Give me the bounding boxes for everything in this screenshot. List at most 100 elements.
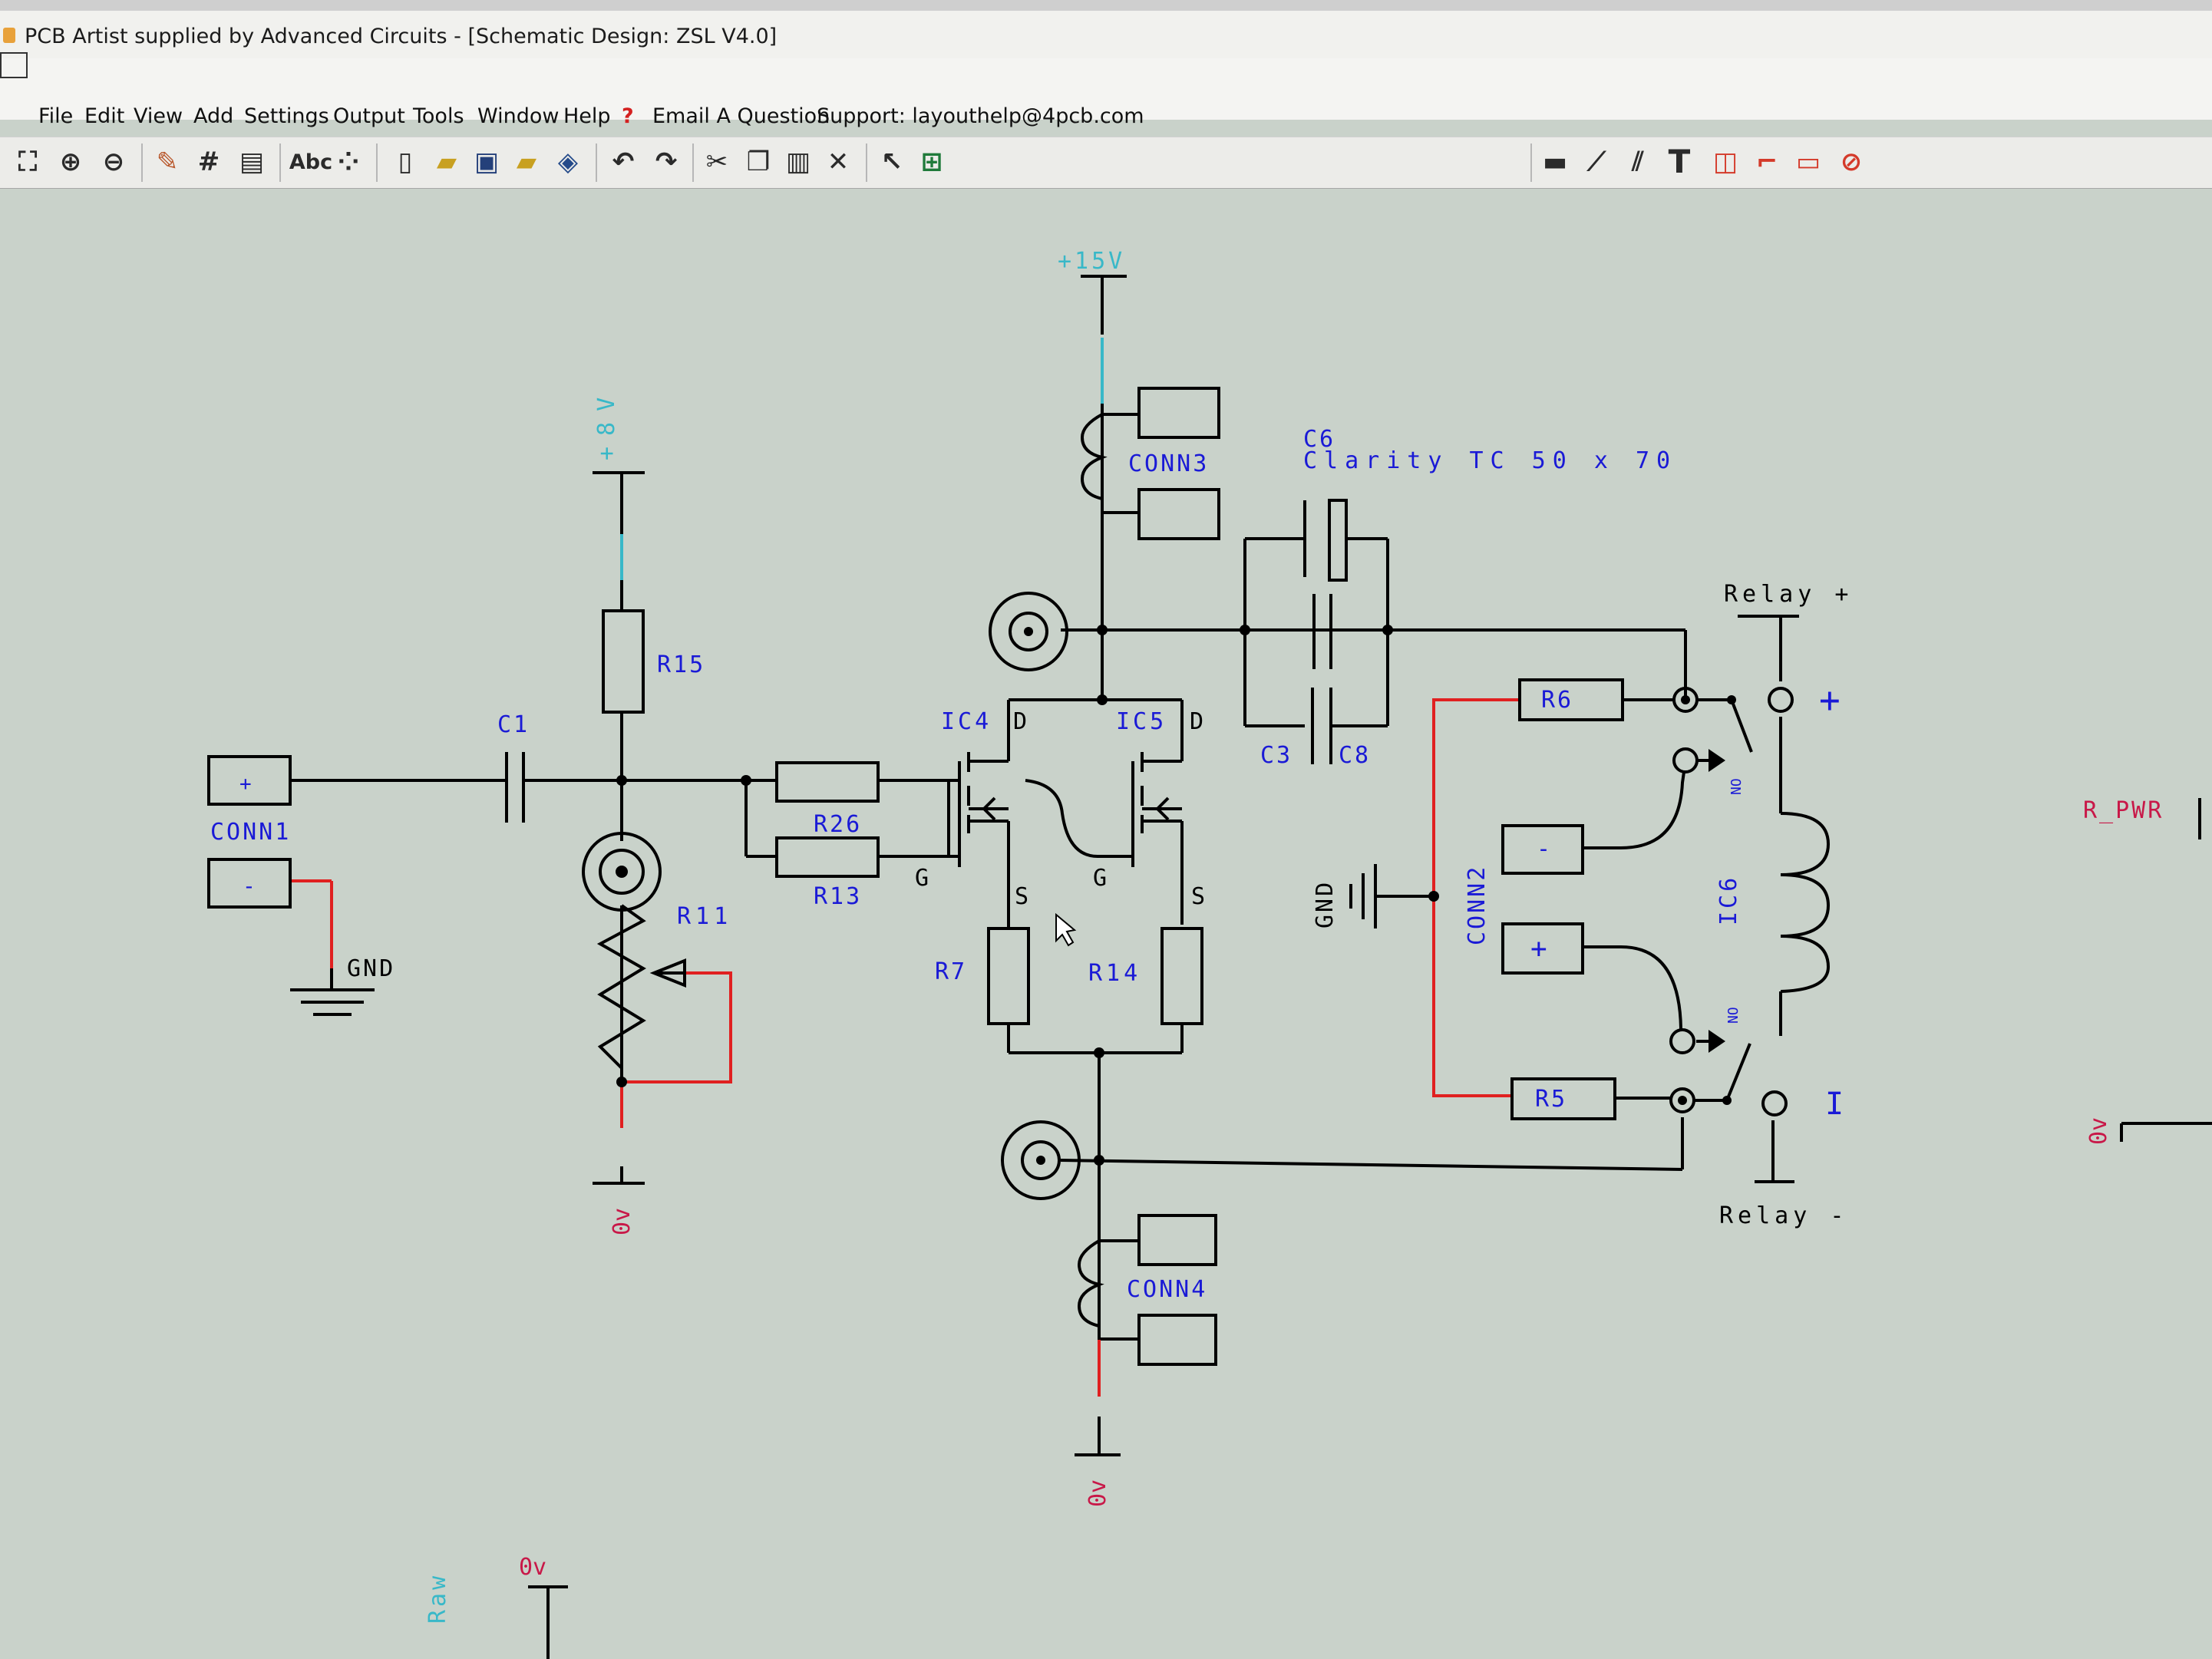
c8-label: C8 [1339, 742, 1371, 769]
r7-resistor[interactable] [987, 927, 1030, 1025]
menu-help[interactable]: Help [563, 104, 611, 128]
zoom-in-icon[interactable]: ⊕ [59, 147, 82, 177]
menu-edit[interactable]: Edit [84, 104, 125, 128]
components [207, 387, 1794, 1366]
r26-label: R26 [814, 811, 862, 838]
select-pointer-icon[interactable]: ↖ [880, 147, 903, 177]
ic4-label: IC4 [941, 708, 992, 735]
coax-connector-top[interactable] [989, 592, 1068, 671]
conn1-plus-label: + [239, 773, 252, 796]
ic4-arrow [982, 797, 996, 821]
r11-label: R11 [677, 903, 732, 930]
r14-label: R14 [1088, 960, 1141, 987]
menu-add[interactable]: Add [193, 104, 234, 128]
mouse-cursor-icon [1055, 912, 1077, 947]
r11-pot-knob[interactable] [582, 832, 662, 912]
conn4-pin-1[interactable] [1137, 1214, 1217, 1266]
conn3-pin-1[interactable] [1137, 387, 1220, 439]
document-control-icon[interactable] [0, 52, 28, 78]
conn2-plus-pin[interactable] [1501, 922, 1584, 975]
add-port-icon[interactable]: ◫ [1712, 147, 1738, 177]
canvas-background [0, 189, 2212, 1659]
r5-resistor[interactable] [1510, 1077, 1616, 1120]
r11-pot-knob [599, 849, 645, 895]
coax-connector-top [1009, 612, 1048, 651]
zoom-out-icon[interactable]: ⊖ [102, 147, 125, 177]
menu-settings[interactable]: Settings [244, 104, 329, 128]
add-wire-icon[interactable]: ⟋ [1587, 147, 1606, 177]
r14-resistor[interactable] [1160, 927, 1203, 1025]
add-shape-icon[interactable]: ▭ [1795, 147, 1821, 177]
conn1-minus-pin[interactable] [207, 858, 292, 909]
relay-contact-no[interactable] [1672, 747, 1699, 773]
r26-resistor[interactable] [775, 761, 880, 803]
relay-contact-no[interactable] [1669, 1028, 1695, 1054]
snap-grid-icon[interactable]: ⁘ [337, 147, 360, 177]
menu-view[interactable]: View [134, 104, 183, 128]
relay-contact[interactable] [1672, 687, 1699, 713]
junctions [616, 625, 1736, 1166]
paste-icon[interactable]: ▥ [785, 147, 811, 177]
menu-tools[interactable]: Tools [413, 104, 464, 128]
ground-0v-label: 0v [609, 1208, 636, 1235]
toolbar-separator [279, 143, 281, 182]
schematic-canvas[interactable]: +15V +8V CONN1 + - GND C1 R15 R11 R26 R1… [0, 189, 2212, 1659]
r13-resistor[interactable] [775, 836, 880, 878]
relay-minus-terminal[interactable] [1761, 1090, 1788, 1116]
copy-icon[interactable]: ❐ [746, 147, 771, 177]
r11-potentiometer[interactable] [596, 904, 646, 1070]
spell-check-icon[interactable]: Abc [289, 150, 333, 174]
menu-file[interactable]: File [38, 104, 74, 128]
window-title: PCB Artist supplied by Advanced Circuits… [25, 25, 778, 48]
menu-output[interactable]: Output [333, 104, 405, 128]
question-icon[interactable]: ? [622, 104, 634, 128]
c6-plate[interactable] [1328, 499, 1348, 582]
no-contact-label: NO [1725, 1007, 1742, 1024]
support-link[interactable]: Support: layouthelp@4pcb.com [817, 104, 1144, 128]
conn2-plus-label: + [1530, 933, 1547, 965]
relay-contact[interactable] [1669, 1087, 1695, 1113]
save-icon[interactable]: ▣ [474, 147, 500, 177]
conn3-pin-2[interactable] [1137, 488, 1220, 540]
delete-icon[interactable]: ✕ [827, 147, 850, 177]
conn2-minus-pin[interactable] [1501, 824, 1584, 875]
new-file-icon[interactable]: ▯ [398, 147, 413, 177]
add-pin-icon[interactable]: ⌐ [1755, 147, 1778, 177]
add-text-icon[interactable]: T [1668, 143, 1691, 180]
email-question-link[interactable]: Email A Question [652, 104, 830, 128]
undo-icon[interactable]: ↶ [612, 147, 635, 177]
toolbar-separator [141, 143, 143, 182]
relay-minus-mark: I [1825, 1087, 1844, 1122]
r6-label: R6 [1541, 687, 1573, 714]
cut-icon[interactable]: ✂ [705, 147, 728, 177]
properties-icon[interactable]: ▤ [239, 147, 265, 177]
add-component-icon[interactable]: ▬ [1542, 147, 1568, 177]
palette-icon[interactable]: ✎ [156, 147, 179, 177]
r5-label: R5 [1535, 1086, 1567, 1113]
folder-icon[interactable]: ▰ [516, 147, 537, 177]
title-bar: PCB Artist supplied by Advanced Circuits… [0, 11, 2212, 59]
ic5-drain-label: D [1190, 708, 1203, 735]
stop-icon[interactable]: ⊘ [1840, 147, 1863, 177]
redo-icon[interactable]: ↷ [655, 147, 678, 177]
grid-icon[interactable]: # [197, 147, 220, 177]
r15-resistor[interactable] [602, 609, 645, 714]
relay-plus-terminal[interactable] [1768, 687, 1794, 713]
coax-connector-bottom [1021, 1140, 1061, 1180]
conn2-minus-label: - [1537, 836, 1550, 862]
zoom-fit-icon[interactable]: ⛶ [18, 147, 37, 177]
conn1-plus-pin[interactable] [207, 755, 292, 806]
component-icon[interactable]: ⊞ [920, 147, 943, 177]
conn4-pin-2[interactable] [1137, 1314, 1217, 1366]
conn2-label: CONN2 [1464, 865, 1491, 945]
relay-plus-label: Relay + [1724, 581, 1853, 608]
menu-window[interactable]: Window [477, 104, 560, 128]
library-icon[interactable]: ◈ [557, 147, 579, 177]
ic4-source-label: S [1015, 883, 1028, 910]
r6-resistor[interactable] [1518, 678, 1624, 721]
toolbar-separator [376, 143, 378, 182]
open-folder-icon[interactable]: ▰ [436, 147, 457, 177]
coax-connector-bottom[interactable] [1001, 1120, 1081, 1200]
menu-bar: File Edit View Add Settings Output Tools… [0, 52, 2212, 127]
add-bus-icon[interactable]: ⫽ [1632, 147, 1644, 177]
